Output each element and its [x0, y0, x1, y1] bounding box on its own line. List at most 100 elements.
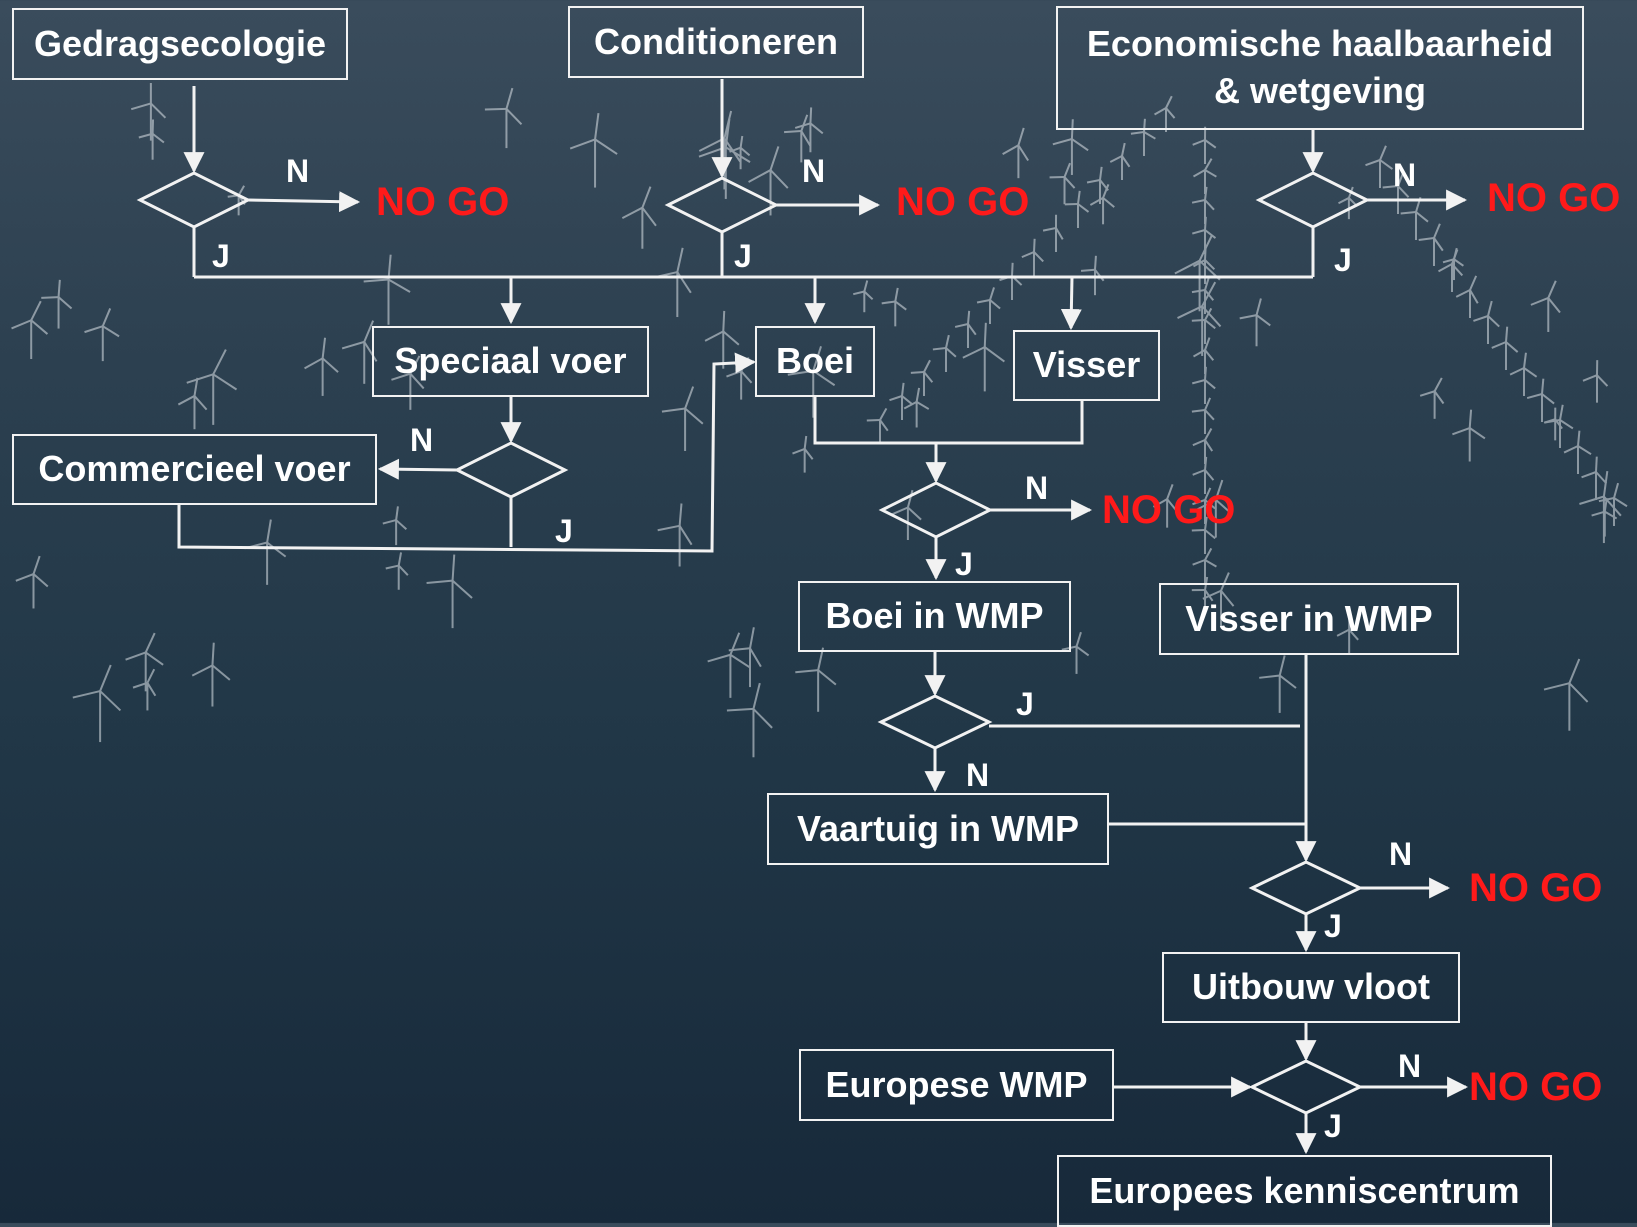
- wind-turbine-icon: [1544, 659, 1588, 731]
- no-go-label: NO GO: [1102, 490, 1235, 530]
- decision-diamond-europese-wmp: [1252, 1061, 1360, 1113]
- decision-diamond-boei-visser: [882, 483, 990, 537]
- wind-turbine-icon: [867, 408, 888, 444]
- decision-diamond-wmp-combined: [1252, 862, 1360, 914]
- wind-turbine-icon: [73, 665, 121, 742]
- label-no: N: [802, 155, 825, 187]
- wind-turbine-icon: [126, 633, 164, 691]
- wind-turbine-icon: [911, 360, 933, 396]
- wind-turbine-icon: [427, 555, 472, 629]
- box-speciaal-voer: Speciaal voer: [372, 326, 649, 397]
- label-no: N: [1393, 159, 1416, 191]
- label-yes: J: [955, 548, 973, 580]
- wind-turbine-icon: [705, 311, 739, 369]
- box-europees-kenniscentrum: Europees kenniscentrum: [1057, 1155, 1552, 1227]
- wind-turbine-icon: [1510, 353, 1537, 396]
- label-yes: J: [1324, 910, 1342, 942]
- wind-turbine-icon: [1438, 250, 1462, 292]
- box-boei-in-wmp: Boei in WMP: [798, 581, 1071, 652]
- wind-turbine-icon: [1452, 410, 1484, 462]
- wind-turbine-icon: [1090, 184, 1114, 224]
- wind-turbine-icon: [963, 323, 1005, 392]
- wind-turbine-icon: [364, 255, 410, 325]
- wind-turbine-icon: [305, 338, 339, 396]
- label-yes: J: [1334, 244, 1352, 276]
- wind-turbine-icon: [933, 335, 956, 372]
- wind-turbine-icon: [1564, 431, 1591, 474]
- label-no: N: [1398, 1050, 1421, 1082]
- wind-turbine-icon: [1050, 163, 1075, 204]
- wind-turbine-icon: [1192, 308, 1215, 344]
- no-go-label: NO GO: [1487, 178, 1620, 218]
- wind-turbine-icon: [853, 281, 872, 313]
- wind-turbine-icon: [729, 136, 749, 169]
- wind-turbine-icon: [1492, 327, 1518, 370]
- wind-turbine-icon: [1473, 301, 1499, 344]
- wind-turbine-icon: [1022, 239, 1043, 276]
- wind-turbine-icon: [708, 633, 751, 698]
- label-no: N: [1389, 838, 1412, 870]
- wind-turbine-icon: [1110, 143, 1129, 180]
- wind-turbine-icon: [904, 388, 929, 428]
- wind-turbine-icon: [1456, 276, 1478, 318]
- wind-turbine-icon: [1582, 457, 1607, 500]
- box-vaartuig-in-wmp: Vaartuig in WMP: [767, 793, 1109, 865]
- decision-diamond-boei-in-wmp: [881, 696, 989, 748]
- label-yes: J: [1324, 1110, 1342, 1142]
- connector-line: [380, 469, 457, 470]
- box-economische-haalbaarheid: Economische haalbaarheid & wetgeving: [1056, 6, 1584, 130]
- wind-turbine-icon: [485, 88, 522, 148]
- wind-turbine-icon: [792, 436, 812, 473]
- wind-turbine-icon: [1420, 378, 1443, 419]
- label-yes: J: [555, 515, 573, 547]
- wind-turbine-icon: [977, 287, 1000, 324]
- wind-turbine-icon: [795, 648, 836, 712]
- decision-diamond-conditioneren: [668, 178, 776, 232]
- wind-turbine-icon: [41, 280, 71, 329]
- box-gedragsecologie: Gedragsecologie: [12, 8, 348, 80]
- no-go-label: NO GO: [1469, 868, 1602, 908]
- box-visser: Visser: [1013, 330, 1160, 401]
- label-no: N: [286, 155, 309, 187]
- wind-turbine-icon: [570, 113, 617, 187]
- wind-turbine-icon: [658, 503, 692, 566]
- no-go-label: NO GO: [376, 182, 509, 222]
- box-uitbouw-vloot: Uitbouw vloot: [1162, 952, 1460, 1023]
- connector-line: [815, 397, 1082, 443]
- label-no: N: [1025, 472, 1048, 504]
- decision-diamond-speciaal-voer: [457, 443, 565, 497]
- wind-turbine-icon: [1401, 197, 1428, 240]
- connector-line: [1071, 277, 1072, 328]
- label-no: N: [966, 759, 989, 791]
- wind-turbine-icon: [1259, 655, 1296, 712]
- wind-turbine-icon: [662, 387, 703, 451]
- wind-turbine-icon: [383, 506, 407, 545]
- decision-diamond-gedragsecologie: [140, 173, 248, 227]
- no-go-label: NO GO: [1469, 1067, 1602, 1107]
- wind-turbine-icon: [1194, 338, 1214, 374]
- box-boei: Boei: [755, 326, 875, 397]
- connector-line: [248, 200, 358, 202]
- wind-turbine-icon: [882, 288, 907, 326]
- wind-turbine-icon: [245, 520, 286, 585]
- box-conditioneren: Conditioneren: [568, 6, 864, 78]
- wind-turbine-icon: [12, 301, 48, 359]
- wind-turbine-icon: [727, 683, 772, 757]
- wind-turbine-icon: [1545, 405, 1573, 448]
- label-no: N: [410, 424, 433, 456]
- wind-turbine-icon: [1240, 298, 1271, 346]
- wind-turbine-icon: [386, 552, 408, 589]
- wind-turbine-icon: [1419, 224, 1443, 266]
- wind-turbine-icon: [999, 263, 1021, 300]
- wind-turbine-icon: [192, 643, 230, 707]
- wind-turbine-icon: [85, 308, 120, 361]
- box-europese-wmp: Europese WMP: [799, 1049, 1114, 1121]
- wind-turbine-icon: [955, 311, 976, 348]
- box-visser-in-wmp: Visser in WMP: [1159, 583, 1459, 655]
- wind-turbine-icon: [1365, 146, 1392, 188]
- wind-turbine-icon: [1065, 191, 1089, 228]
- no-go-label: NO GO: [896, 182, 1029, 222]
- label-yes: J: [1016, 688, 1034, 720]
- wind-turbine-icon: [178, 378, 206, 429]
- wind-turbine-icon: [1043, 215, 1063, 252]
